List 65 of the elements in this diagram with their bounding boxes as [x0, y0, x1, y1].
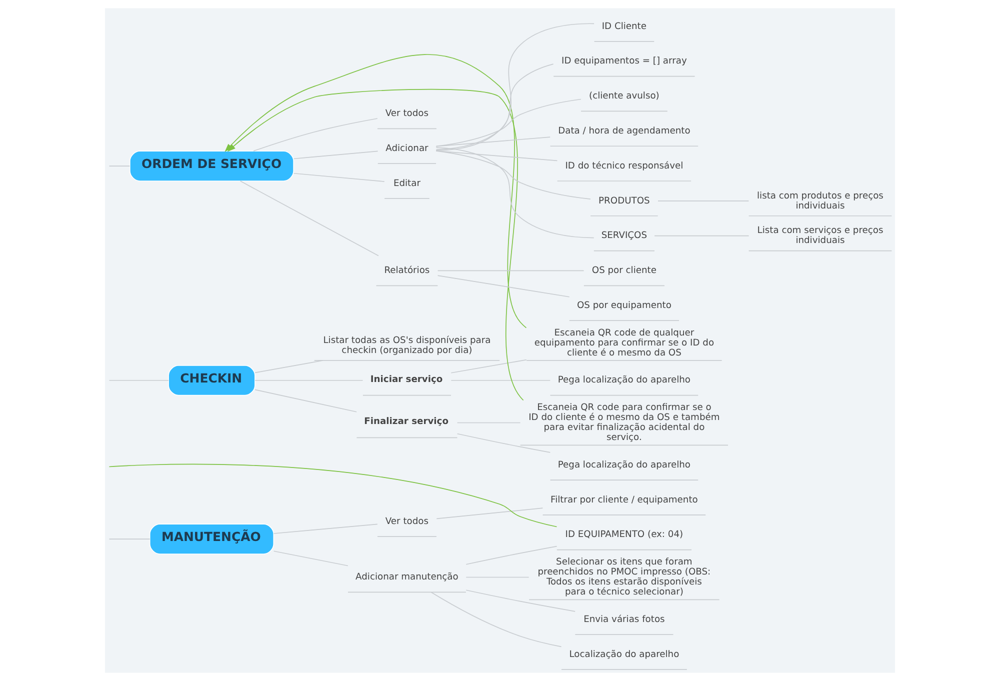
connector [293, 172, 385, 182]
arrow [227, 88, 524, 401]
node-text: Adicionar manutenção [356, 572, 458, 583]
connector [466, 590, 576, 612]
node-text: (cliente avulso) [589, 92, 660, 102]
connector [436, 64, 554, 150]
node-text: ID do técnico responsável [565, 161, 684, 172]
connector [466, 576, 530, 578]
node-text: ID equipamentos = [] array [562, 56, 687, 67]
node-text: lista com produtos e preços individuais [757, 191, 884, 212]
connector [254, 360, 324, 374]
connector [436, 147, 594, 238]
node-text: Finalizar serviço [364, 417, 448, 428]
connector [450, 380, 551, 381]
connector [430, 592, 562, 648]
connector [436, 98, 582, 147]
node-text: Data / hora de agendamento [558, 126, 690, 136]
connector [108, 380, 169, 381]
node-text: Escaneia QR code de qualquer equipamento para confirmar se o ID do cliente é o mesmo da OS [534, 328, 714, 358]
node-text: ID EQUIPAMENTO (ex: 04) [565, 530, 684, 540]
connector [436, 508, 544, 520]
connector [436, 150, 558, 162]
connector [437, 275, 570, 298]
node-text: Selecionar os itens que foram preenchidos no PMOC impresso (OBS: Todos os itens estarão disponíveis para o técnico selecionar) [538, 558, 711, 598]
connector [436, 23, 594, 151]
node-box: CHECKIN [168, 365, 256, 396]
node-text: Envia várias fotos [584, 614, 665, 625]
connector [293, 150, 378, 160]
node-text: ID Cliente [602, 22, 647, 32]
connector [658, 200, 750, 202]
node-text: Listar todas as OS's disponíveis para checkin (organizado por dia) [323, 336, 491, 356]
connector [254, 389, 357, 412]
node-text: Filtrar por cliente / equipamento [550, 495, 698, 506]
node-text: Pega localização do aparelho [558, 376, 691, 386]
connector [273, 550, 348, 566]
connector [240, 180, 379, 256]
node-text: Editar [393, 178, 420, 189]
node-text: Ver todos [385, 516, 429, 527]
node-text: PRODUTOS [598, 196, 650, 206]
node-text: Lista com serviços e preços individuais [757, 226, 884, 246]
connector [108, 464, 558, 528]
node-text: Escaneia QR code para confirmar se o ID do cliente é o mesmo da OS e também para evitar finalização acidental do serviço. [528, 403, 720, 444]
node-text: Adicionar [386, 144, 428, 154]
node-text: Pega localização do aparelho [558, 460, 691, 470]
connector [466, 546, 558, 565]
connector [456, 422, 521, 424]
connector [436, 150, 591, 200]
connector [273, 524, 378, 534]
node-text: OS por equipamento [576, 300, 672, 311]
node-text: Ver todos [385, 109, 429, 120]
node-text: Relatórios [384, 266, 430, 276]
connector [450, 359, 527, 374]
node-text: Iniciar serviço [370, 374, 443, 385]
connector [456, 433, 551, 453]
connector [108, 538, 150, 540]
node-text: Localização do aparelho [569, 650, 680, 660]
connector [253, 118, 378, 152]
node-text: SERVIÇOS [601, 231, 648, 242]
node-text: OS por cliente [592, 266, 656, 276]
node-box: MANUTENÇÃO [149, 524, 274, 554]
connector [436, 136, 551, 147]
connector [254, 380, 364, 381]
node-box: ORDEM DE SERVIÇO [130, 150, 294, 182]
connector [654, 235, 750, 236]
connector [437, 270, 584, 272]
